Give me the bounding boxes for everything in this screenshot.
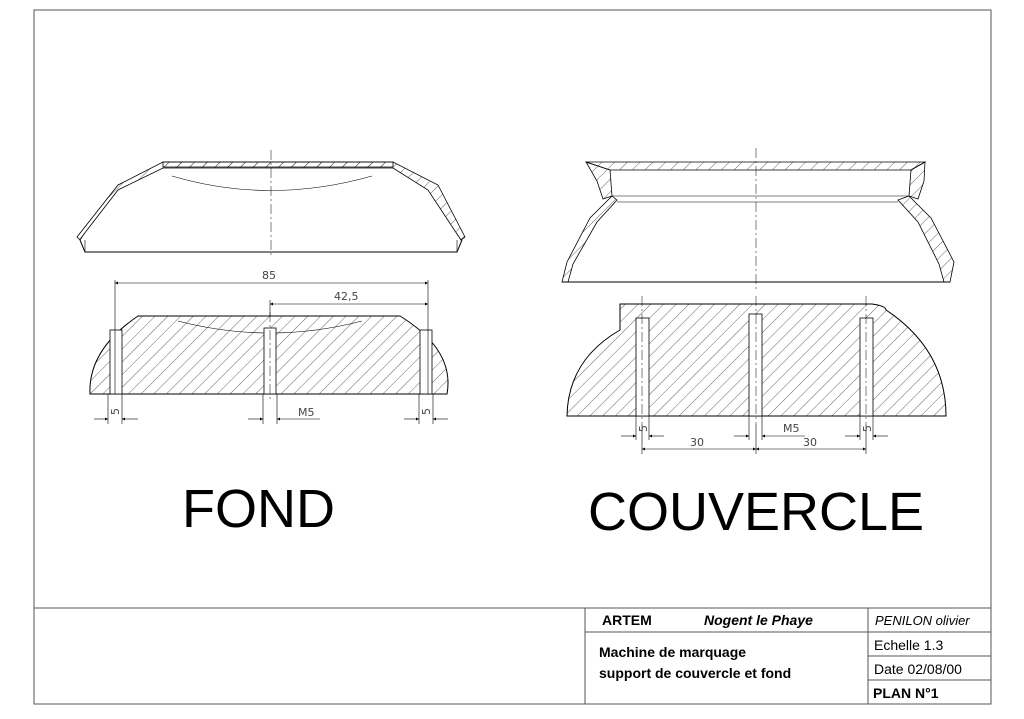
description-line-2: support de couvercle et fond bbox=[599, 665, 791, 681]
author-name: PENILON olivier bbox=[875, 613, 970, 628]
fond-dim-left-offset: 5 bbox=[109, 408, 122, 415]
couvercle-lid-section bbox=[561, 148, 955, 290]
couvercle-dim-spacing-2: 30 bbox=[803, 436, 817, 449]
fond-cup-section bbox=[76, 150, 466, 258]
couvercle-title: COUVERCLE bbox=[588, 482, 924, 542]
plan-number: PLAN N°1 bbox=[873, 685, 939, 701]
couvercle-dim-thread: M5 bbox=[783, 422, 800, 435]
fond-dim-half: 42,5 bbox=[334, 290, 359, 303]
fond-dim-overall: 85 bbox=[262, 269, 276, 282]
fond-title: FOND bbox=[182, 479, 335, 539]
fond-dim-right-offset: 5 bbox=[420, 408, 433, 415]
couvercle-dim-left-offset: 5 bbox=[637, 425, 650, 432]
company-location: Nogent le Phaye bbox=[704, 612, 813, 628]
fond-support-section bbox=[89, 280, 449, 424]
title-block: ARTEM Nogent le Phaye PENILON olivier Ma… bbox=[584, 608, 991, 704]
date-label: Date 02/08/00 bbox=[874, 661, 962, 677]
couvercle-support-section bbox=[566, 296, 947, 454]
description-line-1: Machine de marquage bbox=[599, 644, 746, 660]
fond-dimensions: 85 42,5 5 M5 5 bbox=[94, 269, 448, 421]
couvercle-dim-right-offset: 5 bbox=[861, 425, 874, 432]
fond-dim-thread: M5 bbox=[298, 406, 315, 419]
scale-label: Echelle 1.3 bbox=[874, 637, 943, 653]
sheet-frame bbox=[33, 9, 992, 705]
couvercle-dim-spacing-1: 30 bbox=[690, 436, 704, 449]
company-name: ARTEM bbox=[602, 612, 652, 628]
couvercle-dimensions: 5 M5 5 30 30 bbox=[621, 422, 888, 451]
